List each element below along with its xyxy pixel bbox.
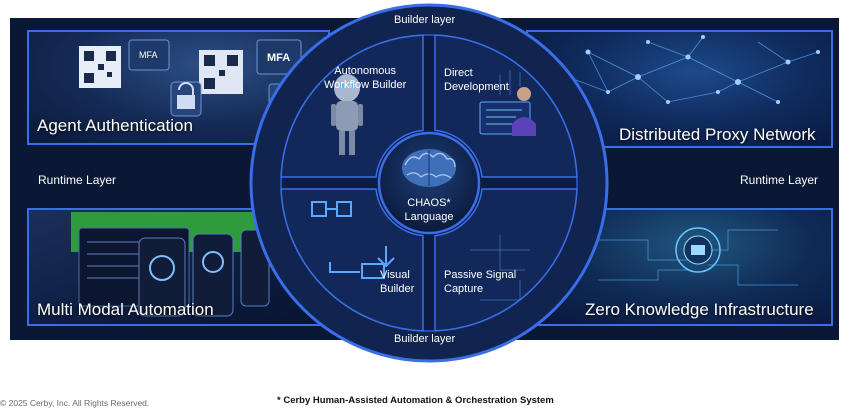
builder-layer-label-top: Builder layer: [394, 14, 456, 26]
segment-label-autonomous-workflow-builder: Autonomous Workflow Builder: [324, 65, 407, 91]
robot-icon: [331, 74, 363, 155]
panel-title-multi-modal-automation: Multi Modal Automation: [37, 300, 214, 319]
panel-title-agent-authentication: Agent Authentication: [37, 116, 193, 135]
phone-icon: [138, 237, 186, 317]
authentication-illustration: MFA MFA: [79, 39, 302, 117]
segment-passive-signal-capture: [434, 188, 578, 332]
panel-title-zero-knowledge-infrastructure: Zero Knowledge Infrastructure: [585, 300, 814, 319]
mfa-card: [256, 39, 302, 75]
runtime-layer-label-left: Runtime Layer: [38, 173, 117, 187]
center-label-chaos-language: CHAOS* Language: [404, 197, 454, 223]
devices-illustration: [71, 212, 271, 317]
segment-label-passive-signal-capture: Passive Signal Capture: [444, 269, 517, 295]
mfa-label: MFA: [267, 52, 290, 64]
network-illustration: [566, 35, 820, 104]
mfa-label: MFA: [139, 50, 158, 60]
flowchart-icon: [311, 201, 395, 279]
segment-label-direct-development: Direct Development: [444, 67, 509, 93]
panel-title-distributed-proxy-network: Distributed Proxy Network: [619, 125, 816, 144]
builder-layer-label-bottom: Builder layer: [394, 333, 456, 345]
runtime-layer-label-right: Runtime Layer: [740, 173, 819, 187]
brain-icon: [402, 149, 456, 187]
circuit-illustration: [588, 227, 798, 286]
phone-icon: [240, 229, 270, 307]
mfa-card: [128, 39, 170, 71]
footnote-text: * Cerby Human-Assisted Automation & Orch…: [277, 395, 554, 406]
copyright-text: © 2025 Cerby, Inc. All Rights Reserved.: [0, 398, 150, 408]
phone-icon: [192, 233, 234, 317]
circuit-lines: [470, 235, 530, 301]
segment-label-visual-builder: Visual Builder: [380, 269, 415, 295]
segment-visual-builder: [280, 188, 424, 332]
developer-icon: [479, 70, 536, 136]
